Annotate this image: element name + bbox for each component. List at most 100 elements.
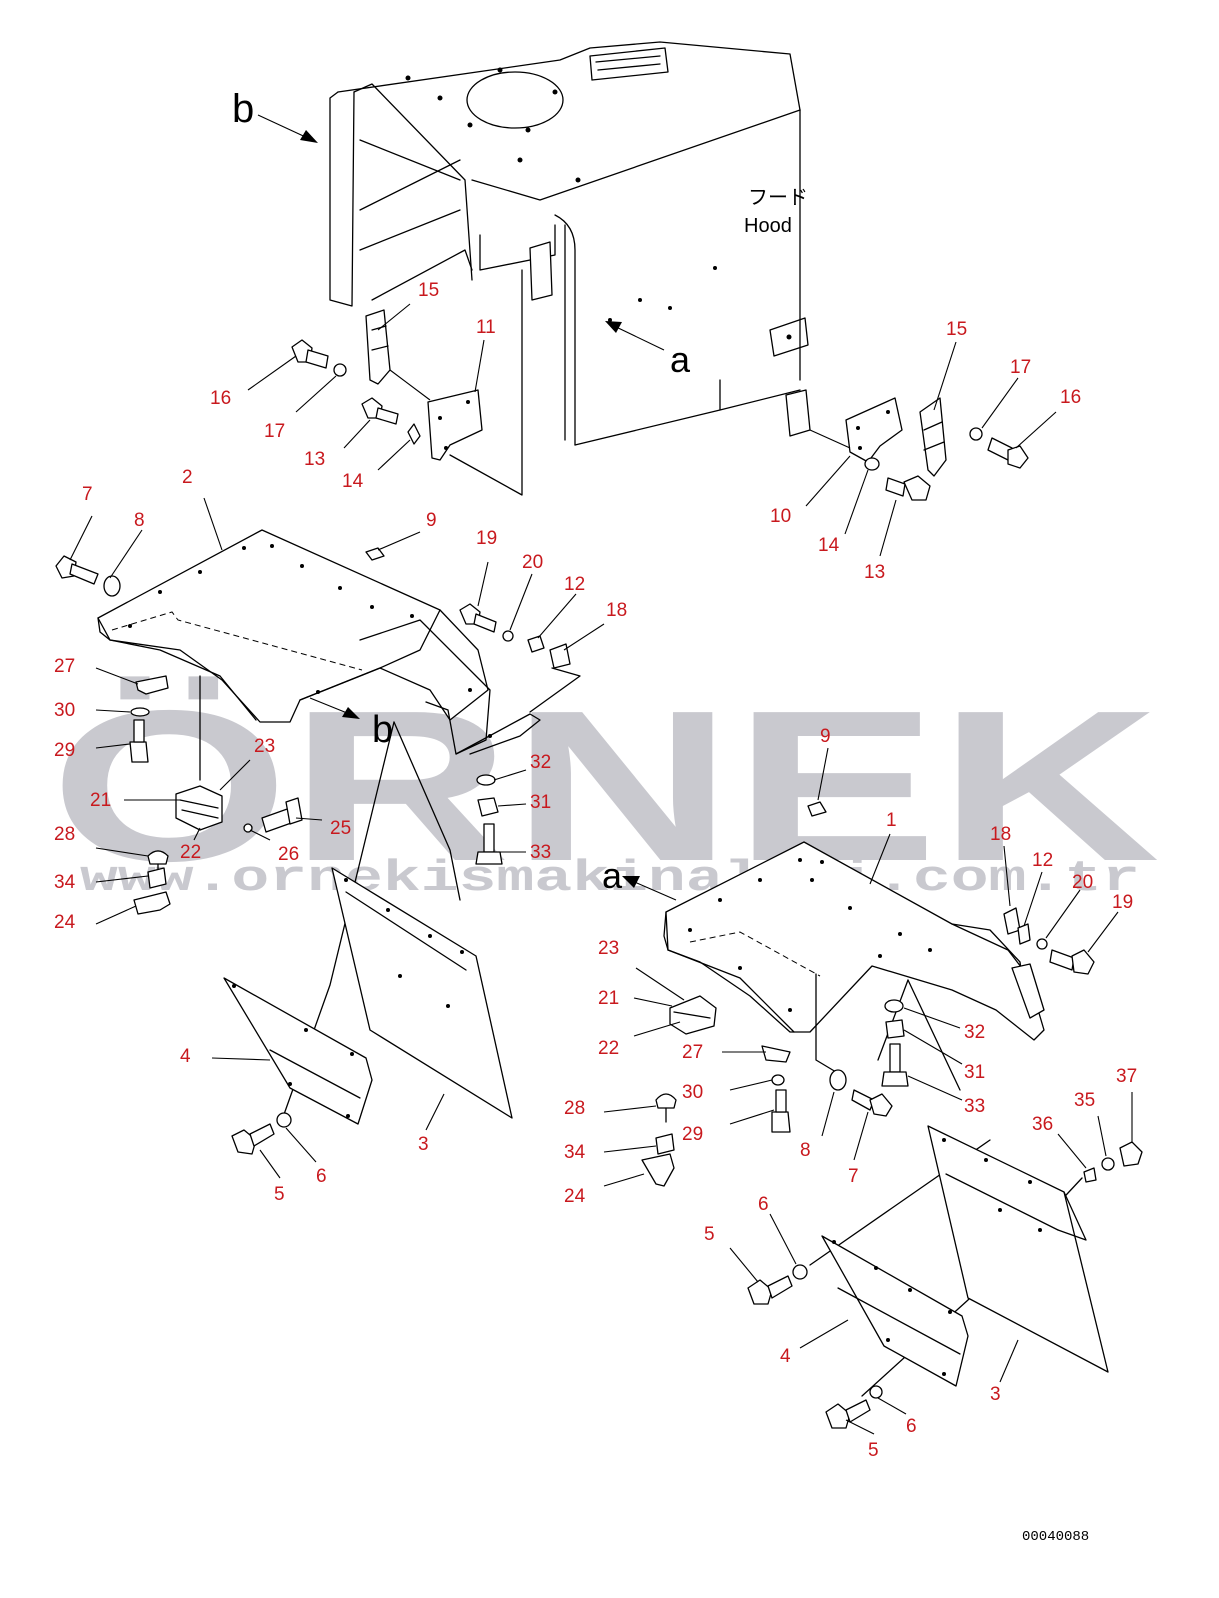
callout-number: 27 — [682, 1042, 703, 1063]
callout-number: 6 — [316, 1166, 327, 1187]
bolt-part — [747, 1275, 793, 1305]
washer-part — [407, 423, 421, 445]
callout-number: 26 — [278, 844, 299, 865]
right-hardware — [641, 801, 1143, 1187]
flap-bracket — [223, 977, 373, 1125]
callout-number: 13 — [304, 449, 325, 470]
nut-part — [147, 867, 167, 889]
callout-number: 4 — [780, 1346, 791, 1367]
callout-number: 12 — [1032, 850, 1053, 871]
bracket-part — [785, 389, 811, 437]
callout-number: 22 — [180, 842, 201, 863]
cushion-bolt-part — [881, 1043, 909, 1087]
knob-part — [655, 1093, 677, 1109]
callout-number: 29 — [54, 740, 75, 761]
callout-number: 20 — [1072, 872, 1093, 893]
callout-number: 32 — [530, 752, 551, 773]
callout-number: 23 — [598, 938, 619, 959]
callout-number: 21 — [598, 988, 619, 1009]
bolt-part — [851, 1089, 893, 1117]
callout-number: 33 — [964, 1096, 985, 1117]
washer-part — [1083, 1167, 1097, 1183]
callout-number: 4 — [180, 1046, 191, 1067]
callout-number: 28 — [564, 1098, 585, 1119]
callout-number: 30 — [54, 700, 75, 721]
callout-number: 6 — [758, 1194, 769, 1215]
latch-part — [919, 397, 947, 477]
callout-number: 18 — [990, 824, 1011, 845]
view-arrow-b-mid: b — [309, 697, 393, 751]
latch-hook-part — [761, 1045, 791, 1063]
view-letter-a: a — [670, 339, 691, 380]
washer-part — [476, 774, 496, 786]
bolt-part — [885, 475, 931, 501]
watermark-website: www.ornekismakinalari.com.tr — [80, 854, 1140, 904]
striker-part — [133, 891, 171, 915]
washer-part — [884, 999, 904, 1013]
callout-number: 2 — [182, 467, 193, 488]
hinge-group-left — [291, 309, 483, 461]
callout-number: 9 — [820, 726, 831, 747]
bracket-part — [427, 389, 483, 461]
nut-part — [655, 1133, 675, 1155]
callout-number: 5 — [704, 1224, 715, 1245]
washer-part — [864, 457, 880, 471]
callout-number: 17 — [1010, 357, 1031, 378]
flap-plate — [331, 867, 513, 1119]
watermark: ÖRNEK www.ornekismakinalari.com.tr — [50, 665, 1160, 906]
callouts-top-right: 15 17 16 10 14 13 — [770, 319, 1081, 583]
document-number: 00040088 — [1022, 1529, 1089, 1545]
view-letter-b: b — [372, 709, 393, 751]
callout-number: 35 — [1074, 1090, 1095, 1111]
washer-part — [276, 1112, 292, 1128]
bolt-part — [231, 1123, 275, 1155]
callout-number: 11 — [476, 317, 496, 338]
cap-part — [365, 547, 385, 561]
clip-part — [1017, 923, 1031, 945]
callout-number: 22 — [598, 1038, 619, 1059]
callout-number: 19 — [1112, 892, 1133, 913]
callout-number: 3 — [418, 1134, 429, 1155]
bolt-part — [129, 719, 149, 763]
callout-number: 24 — [54, 912, 76, 933]
hood-label-jp: フード — [748, 187, 808, 209]
callout-number: 5 — [274, 1184, 285, 1205]
bolt-part — [771, 1089, 791, 1133]
callout-number: 33 — [530, 842, 551, 863]
callout-number: 25 — [330, 818, 351, 839]
view-letter-b: b — [232, 87, 254, 131]
bolt-part — [459, 603, 497, 633]
callout-number: 28 — [54, 824, 75, 845]
callout-number: 3 — [990, 1384, 1001, 1405]
bolt-part — [987, 437, 1029, 469]
bolt-part — [825, 1399, 871, 1429]
clip-part — [527, 635, 545, 653]
washer-part — [792, 1264, 808, 1280]
callout-number: 9 — [426, 510, 437, 531]
latch-hook-part — [135, 675, 169, 695]
nut-part — [885, 1019, 905, 1039]
nut-part — [477, 797, 499, 817]
clip-part — [1003, 907, 1021, 935]
callout-number: 1 — [886, 810, 897, 831]
nut-part — [1119, 1141, 1143, 1167]
hinge-group-right — [785, 389, 1029, 501]
callout-number: 18 — [606, 600, 627, 621]
callouts-right-assembly: 9 1 18 12 20 19 23 21 22 27 30 29 28 34 … — [564, 726, 1137, 1461]
cover-plate — [665, 841, 1045, 1041]
callout-number: 6 — [906, 1416, 917, 1437]
knob-part — [147, 850, 169, 865]
latch-part — [365, 309, 391, 385]
washer-part — [869, 1385, 883, 1399]
watermark-brand: ÖRNEK — [50, 665, 1160, 906]
view-arrow-a-top: a — [605, 321, 691, 380]
cushion-bolt-part — [475, 823, 503, 865]
callout-number: 7 — [848, 1166, 859, 1187]
view-arrow-b-top: b — [232, 87, 318, 143]
flap-bracket — [821, 1235, 969, 1387]
callout-number: 36 — [1032, 1114, 1053, 1135]
callout-number: 19 — [476, 528, 497, 549]
callout-number: 32 — [964, 1022, 985, 1043]
hood-frame — [329, 41, 809, 496]
